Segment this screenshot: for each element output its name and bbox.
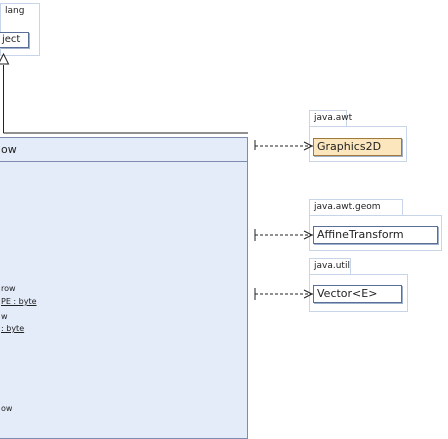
- member-w-text: w: [1, 312, 8, 321]
- package-label-geom: java.awt.geom: [314, 202, 381, 212]
- member-ow-text: ow: [1, 404, 13, 413]
- dependency-arrow-graphics2d: [303, 141, 314, 151]
- dependency-arrow-affine: [303, 230, 314, 240]
- class-graphics2d-label: Graphics2D: [317, 140, 382, 153]
- member-w: w: [1, 312, 8, 322]
- class-row-header: ow: [0, 138, 247, 162]
- class-graphics2d[interactable]: Graphics2D: [313, 138, 402, 156]
- member-pe-byte: PE : byte: [1, 297, 37, 307]
- member-byte: : byte: [1, 324, 24, 334]
- class-row[interactable]: ow row PE : byte w : byte ow: [0, 137, 248, 439]
- connector-lines: [0, 52, 314, 300]
- package-tab-util: java.util: [309, 258, 351, 274]
- package-label-lang: lang: [5, 6, 25, 16]
- class-vector-label: Vector<E>: [317, 287, 378, 300]
- member-byte-text: : byte: [1, 324, 25, 333]
- member-row: row: [1, 284, 16, 294]
- class-object[interactable]: ject: [0, 32, 29, 48]
- inheritance-arrowhead: [0, 52, 10, 65]
- package-tab-lang: lang: [0, 3, 40, 19]
- member-pe-byte-text: PE : byte: [1, 297, 37, 306]
- class-row-label: ow: [1, 143, 17, 156]
- class-affinetransform[interactable]: AffineTransform: [313, 226, 438, 244]
- package-label-util: java.util: [314, 261, 350, 271]
- class-object-label: ject: [2, 34, 21, 45]
- package-label-awt: java.awt: [314, 113, 353, 123]
- class-vector[interactable]: Vector<E>: [313, 285, 402, 303]
- member-row-text: row: [1, 284, 16, 293]
- member-ow: ow: [1, 404, 12, 414]
- package-tab-awt: java.awt: [309, 110, 352, 126]
- dependency-arrow-vector: [303, 289, 314, 299]
- package-tab-geom: java.awt.geom: [309, 199, 403, 215]
- class-affinetransform-label: AffineTransform: [317, 228, 404, 241]
